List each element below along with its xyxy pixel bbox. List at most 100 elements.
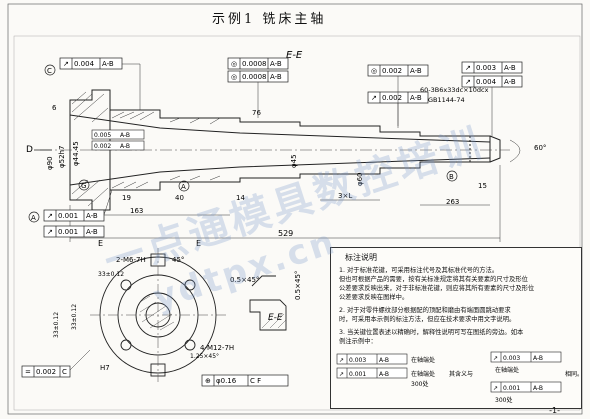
svg-text:↗: ↗ xyxy=(339,371,344,378)
svg-text:A-B: A-B xyxy=(120,143,130,150)
dim-19: 19 xyxy=(122,194,131,202)
svg-text:0.001: 0.001 xyxy=(58,228,78,236)
note-line-3: 公差要求反映出来，对于非标准花键，则应将其所有要素的尺寸及形位 xyxy=(339,285,535,292)
fcf-10: = 0.002 C xyxy=(21,365,71,378)
hole-4m12: 4-M12-7H xyxy=(200,344,234,352)
datum-c: C xyxy=(47,67,52,75)
svg-text:↗: ↗ xyxy=(465,78,471,86)
dim-15: 15 xyxy=(478,182,487,190)
fcf-9: ↗ 0.001 A-B xyxy=(43,225,105,238)
svg-text:A-B: A-B xyxy=(270,73,282,81)
svg-text:0.003: 0.003 xyxy=(476,64,496,72)
svg-text:⊕: ⊕ xyxy=(205,377,211,385)
notes-box: 标注说明 1. 对于标准花键，可采用标注代号及其标准代号的方法。 但也可根据产品… xyxy=(330,247,582,409)
dim-phi44: φ44.45 xyxy=(72,141,80,166)
svg-text:0.005: 0.005 xyxy=(94,132,111,139)
dim-3l: 3×L xyxy=(338,192,352,200)
datum-a: A xyxy=(31,214,36,222)
svg-text:0.002: 0.002 xyxy=(36,368,56,376)
svg-text:0.001: 0.001 xyxy=(58,212,78,220)
fcf-11: ⊕ φ0.16 C F xyxy=(201,374,289,387)
section-label-bottom: E-E xyxy=(268,313,283,323)
fcf-1: ↗ 0.004 A-B xyxy=(59,57,123,70)
datum-g: G xyxy=(81,182,86,190)
dim-phi52: φ52h7 xyxy=(58,146,66,168)
leader-lines xyxy=(69,63,493,371)
svg-text:0.002: 0.002 xyxy=(382,94,402,102)
inner-border xyxy=(13,35,581,411)
svg-text:A-B: A-B xyxy=(504,78,516,86)
svg-text:0.002: 0.002 xyxy=(382,67,402,75)
svg-text:↗: ↗ xyxy=(63,60,69,68)
svg-text:A-B: A-B xyxy=(410,94,422,102)
datum-a2: A xyxy=(181,183,186,191)
dim-phi60: φ60 xyxy=(356,172,364,186)
svg-text:300处: 300处 xyxy=(495,396,512,404)
dim-40: 40 xyxy=(175,194,184,202)
hole-2m6: 2-M6-7H xyxy=(116,256,146,264)
dim-phi45: φ45 xyxy=(290,154,298,168)
note-example-frames: ↗ 0.003 A-B ↗ 0.001 A-B 在轴端处 在轴端处 300处 其… xyxy=(336,351,581,404)
chamfer-1: 0.5×45° xyxy=(230,276,259,284)
svg-text:0.003: 0.003 xyxy=(503,355,520,362)
thread-chamfer: 1.25×45° xyxy=(190,353,219,360)
svg-text:0.001: 0.001 xyxy=(503,385,520,392)
tolerance-frames: ↗ 0.004 A-B ◎ 0.0008 A-B ◎ 0.0008 A-B xyxy=(21,57,523,387)
note-line-5: 2. 对于对零件螺纹部分根据配的顶配和磨由有端面圆跳动要求 xyxy=(339,307,511,314)
svg-text:A-B: A-B xyxy=(379,371,389,378)
section-label-top: E-E xyxy=(286,50,303,61)
note-line-7: 3. 当关键位置表述以精确时，解释性说明可写在图纸的旁边。如本 xyxy=(339,329,524,336)
chamfer-2: 0.5×45° xyxy=(294,271,302,300)
angle-60: 60° xyxy=(534,144,546,152)
svg-text:=: = xyxy=(25,368,31,376)
note-line-8: 例注示例中： xyxy=(339,338,377,345)
end-view-hatch xyxy=(139,295,175,331)
svg-text:0.004: 0.004 xyxy=(476,78,497,86)
dim-total: 529 xyxy=(278,229,293,238)
svg-text:在轴端处: 在轴端处 xyxy=(411,370,435,378)
svg-text:相同。: 相同。 xyxy=(565,370,581,378)
page-number: -1- xyxy=(549,406,560,415)
svg-text:C F: C F xyxy=(250,377,261,385)
dim-33-b: 33±0.12 xyxy=(71,304,78,330)
hole-h7: H7 xyxy=(100,364,110,372)
dim-14: 14 xyxy=(236,194,245,202)
dim-163: 163 xyxy=(130,207,143,215)
svg-text:↗: ↗ xyxy=(339,357,344,364)
svg-text:A-B: A-B xyxy=(379,357,389,364)
svg-text:↗: ↗ xyxy=(493,355,498,362)
fcf-6: ↗ 0.003 A-B xyxy=(461,61,523,74)
fcf-12: 0.005 A-B xyxy=(91,129,145,140)
svg-text:A-B: A-B xyxy=(410,67,422,75)
section-e-left: E xyxy=(98,239,103,248)
svg-text:0.0008: 0.0008 xyxy=(242,60,267,68)
fcf-7: ↗ 0.004 A-B xyxy=(461,75,523,88)
svg-text:0.0008: 0.0008 xyxy=(242,73,267,81)
note-line-1: 1. 对于标准花键，可采用标注代号及其标准代号的方法。 xyxy=(339,267,499,274)
datum-b: B xyxy=(449,173,454,181)
section-hatching xyxy=(71,91,221,207)
svg-text:300处: 300处 xyxy=(411,380,428,388)
dim-76: 76 xyxy=(252,109,261,117)
svg-text:↗: ↗ xyxy=(47,228,53,236)
svg-text:↗: ↗ xyxy=(371,94,377,102)
small-section xyxy=(249,275,287,331)
svg-text:其含义与: 其含义与 xyxy=(449,370,473,378)
dim-phi90: φ90 xyxy=(46,156,54,170)
spindle-outline xyxy=(69,89,501,211)
svg-text:◎: ◎ xyxy=(371,67,377,75)
svg-text:↗: ↗ xyxy=(47,212,53,220)
angle-45: 45° xyxy=(172,256,184,264)
svg-text:◎: ◎ xyxy=(231,60,237,68)
svg-text:A-B: A-B xyxy=(270,60,282,68)
dim-263: 263 xyxy=(446,198,459,206)
dim-6: 6 xyxy=(52,104,57,112)
svg-text:在轴端处: 在轴端处 xyxy=(411,356,435,364)
svg-text:↗: ↗ xyxy=(493,385,498,392)
fcf-3: ◎ 0.0008 A-B xyxy=(227,70,289,83)
svg-text:A-B: A-B xyxy=(86,212,98,220)
fcf-8: ↗ 0.001 A-B xyxy=(43,209,105,222)
note-line-4: 公差要求反映在图样中。 xyxy=(339,294,409,301)
